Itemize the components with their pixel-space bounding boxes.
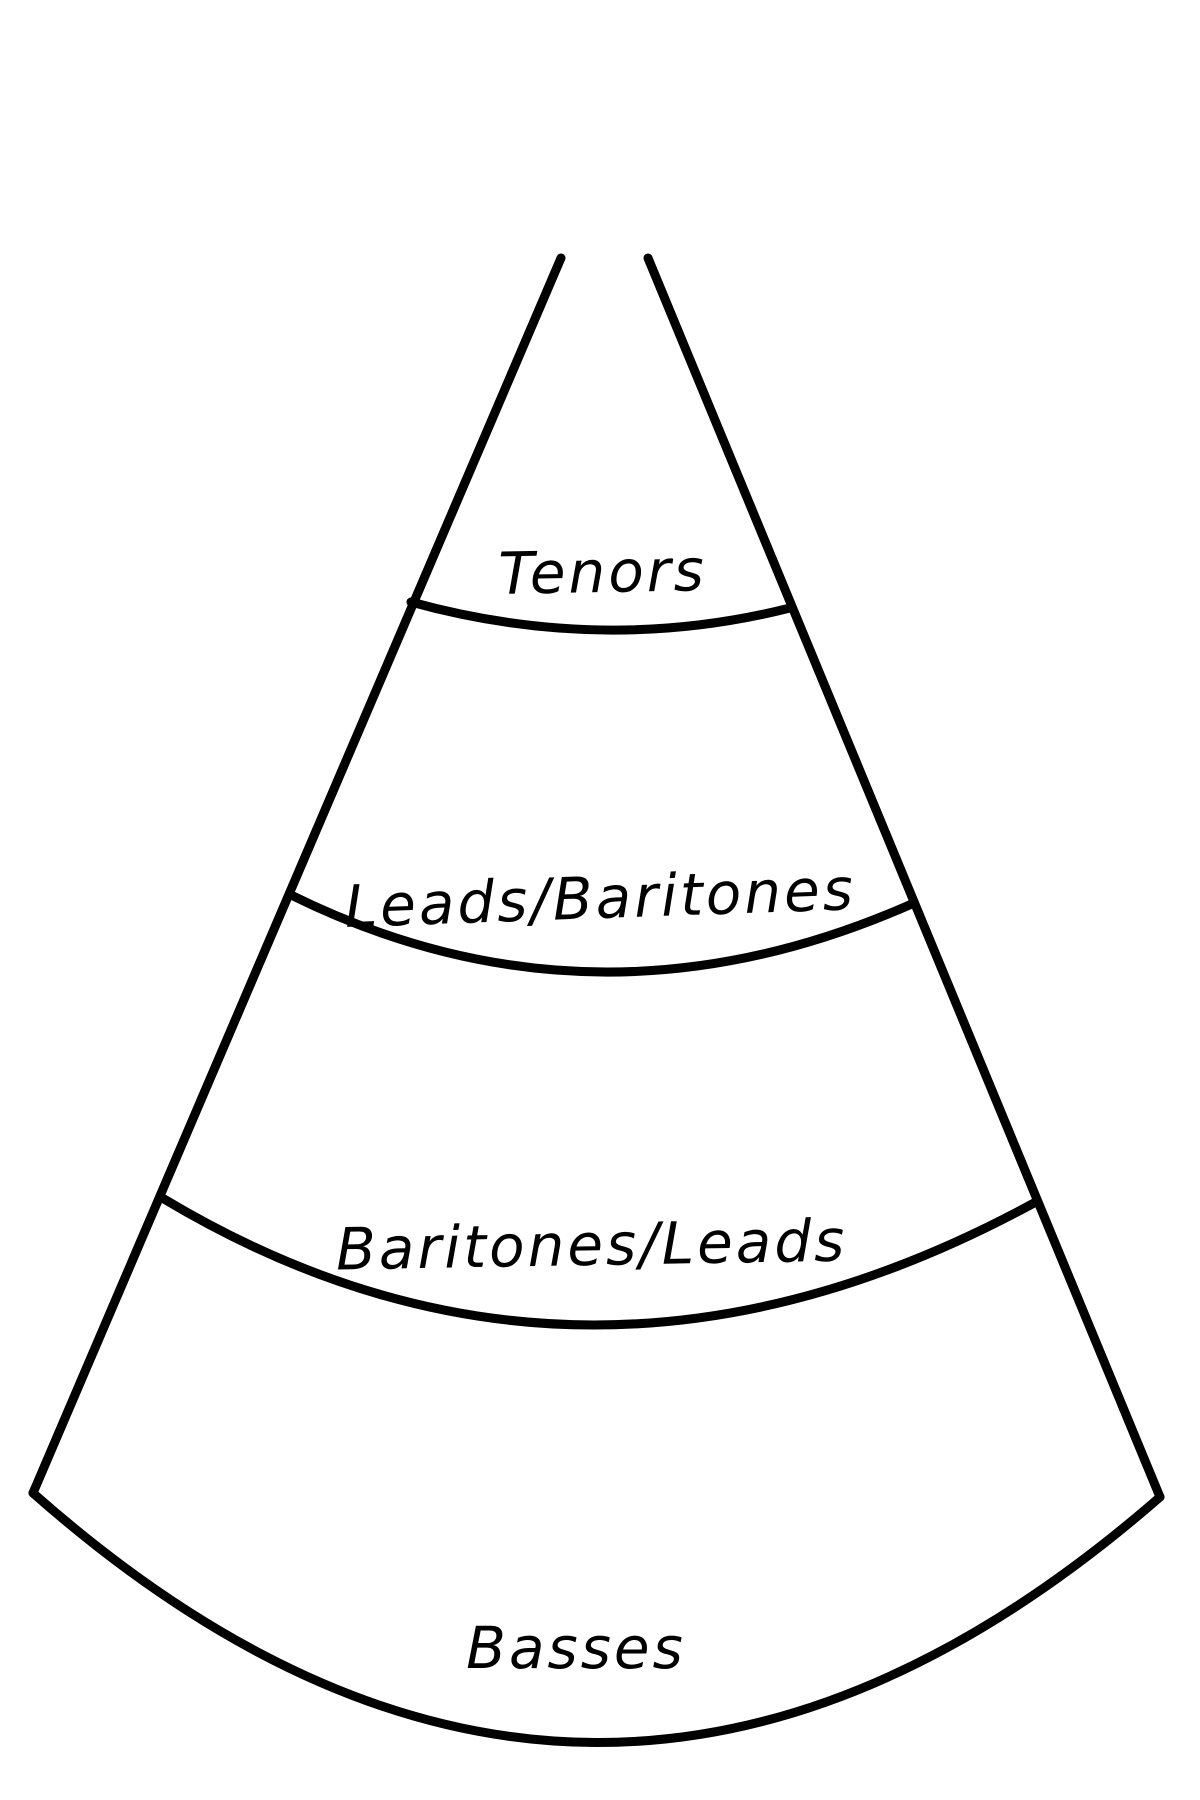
cone-right-edge	[643, 253, 1165, 1502]
section-label-leads-baritones: Leads/Baritones	[344, 855, 857, 941]
divider-baritones-leads	[159, 1194, 1039, 1330]
section-label-baritones-leads: Baritones/Leads	[335, 1207, 847, 1284]
cone-bottom-arc	[28, 1488, 1165, 1747]
divider-leads-baritones	[286, 890, 919, 977]
divider-tenors	[406, 597, 795, 635]
cone-left-edge	[28, 253, 566, 1498]
section-label-basses: Basses	[466, 1614, 686, 1682]
section-label-tenors: Tenors	[498, 536, 707, 608]
